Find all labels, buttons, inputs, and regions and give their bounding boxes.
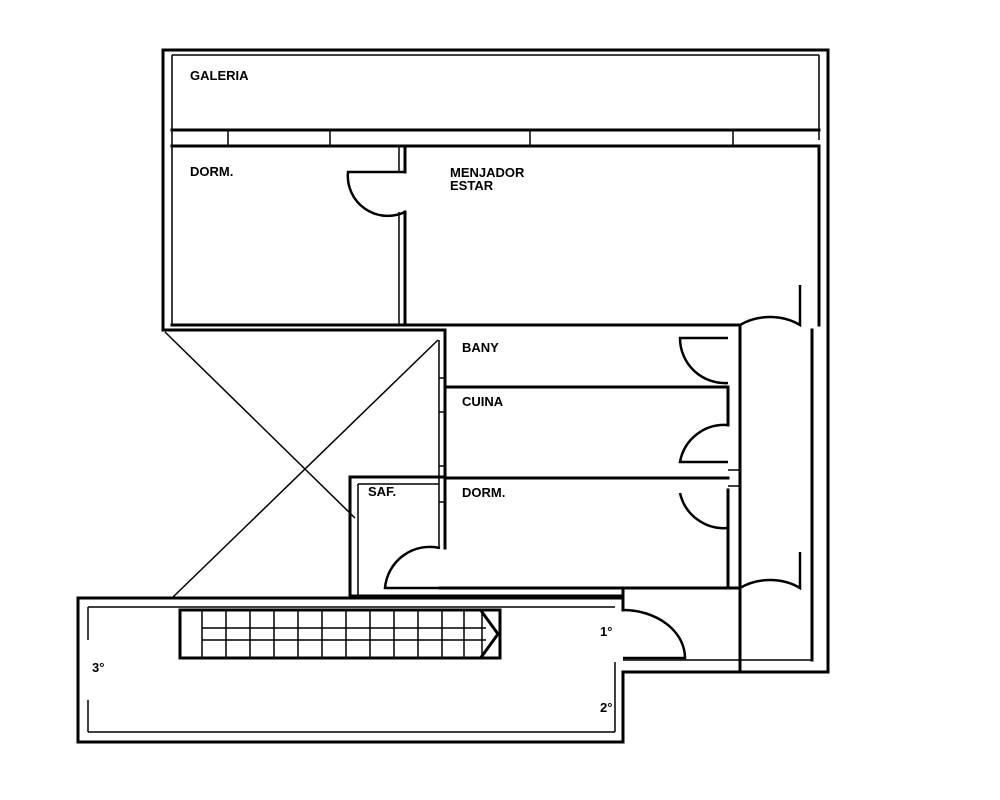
door-bany — [678, 336, 729, 385]
door-dorm-top — [346, 170, 406, 218]
label-saf: SAF. — [368, 484, 396, 499]
service-block-walls — [348, 328, 740, 598]
label-dorm-top: DORM. — [190, 164, 233, 179]
staircase — [178, 608, 502, 660]
label-floor-first: 1° — [600, 624, 612, 639]
stair-block-walls — [76, 586, 812, 744]
door-dorm-bottom — [678, 492, 729, 530]
label-dorm-bottom: DORM. — [462, 485, 505, 500]
label-floor-third: 3° — [92, 660, 104, 675]
door-corridor-top — [739, 285, 802, 328]
top-rooms-walls — [161, 144, 821, 332]
label-floor-second: 2° — [600, 700, 612, 715]
label-menjador: MENJADOR — [450, 165, 525, 180]
corridor-walls — [738, 323, 814, 674]
label-estar: ESTAR — [450, 178, 494, 193]
label-galeria: GALERIA — [190, 68, 249, 83]
galeria-walls — [170, 128, 821, 148]
door-corridor-bottom — [739, 552, 802, 591]
door-cuina — [678, 423, 729, 464]
outer-walls — [161, 48, 830, 674]
door-saf — [383, 545, 441, 590]
label-bany: BANY — [462, 340, 499, 355]
light-well — [164, 331, 439, 599]
door-landing — [622, 608, 687, 660]
label-cuina: CUINA — [462, 394, 504, 409]
stair-arrow-icon — [479, 609, 500, 659]
